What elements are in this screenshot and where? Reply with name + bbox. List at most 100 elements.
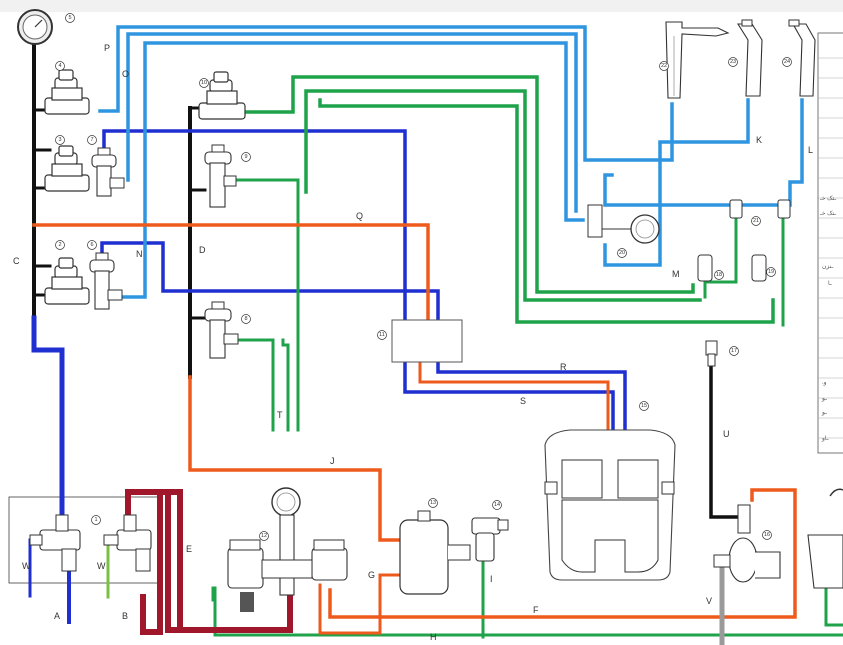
component-number: 12 — [261, 533, 267, 539]
wire-label: B — [122, 611, 128, 621]
wire-label: G — [368, 570, 375, 580]
pipe-g — [318, 573, 400, 635]
component-number: 6 — [90, 242, 93, 248]
pipe-h — [211, 586, 843, 637]
component-number: 18 — [716, 272, 722, 278]
inlet-valve-b — [103, 514, 152, 572]
component-number: 22 — [661, 63, 667, 69]
component-number: 23 — [730, 59, 736, 65]
component-number: 17 — [731, 348, 737, 354]
pipe-green-10 — [243, 75, 695, 294]
pipe-q — [32, 223, 430, 325]
wire-label: O — [122, 69, 129, 79]
pipe-f — [328, 488, 797, 619]
valve-block-20 — [587, 204, 660, 244]
legend-text: .و — [822, 380, 827, 386]
manifold-11 — [391, 319, 463, 363]
legend-text: ـاو — [821, 435, 829, 442]
wire-label: Q — [356, 211, 363, 221]
wire-label: H — [430, 632, 437, 642]
wire-label: F — [533, 605, 539, 615]
wire-label: V — [706, 596, 712, 606]
wire-label: A — [54, 611, 60, 621]
component-number: 4 — [58, 63, 61, 69]
fitting-17 — [705, 340, 718, 367]
pipe-n — [121, 41, 585, 299]
pipe-l — [603, 98, 804, 207]
valve-19b — [751, 254, 767, 282]
component-number: 14 — [494, 502, 500, 508]
legend-text: ـا — [828, 280, 832, 287]
pipe-u — [709, 363, 744, 519]
pipe-r — [436, 358, 627, 483]
pipe-o — [126, 32, 578, 213]
pipe-p — [98, 25, 674, 162]
pressure-gauge-5 — [17, 9, 53, 45]
wire-label: K — [756, 135, 762, 145]
component-number: 15 — [641, 403, 647, 409]
wire-label: W — [22, 561, 31, 571]
legend-text: ـو — [821, 410, 827, 416]
wire-label: P — [104, 43, 110, 53]
component-number: 2 — [58, 242, 61, 248]
legend-text: ـنزن — [822, 264, 834, 270]
wire-label: E — [186, 544, 192, 554]
legend-table: ـتک خـ ـتک خـ ـنزن ـا .و ـو ـو ـاو — [817, 32, 843, 454]
component-number: 7 — [90, 137, 93, 143]
pipe-a — [31, 315, 65, 521]
wire-label: M — [672, 269, 680, 279]
regulator-assembly-12 — [227, 487, 348, 612]
legend-text: ـتک خـ — [819, 210, 836, 217]
handpiece-24 — [788, 19, 816, 97]
inlet-valve-a — [29, 514, 81, 572]
component-number: 16 — [764, 532, 770, 538]
wire-label: C — [13, 256, 20, 266]
valve-8 — [204, 301, 239, 359]
component-number: 19 — [768, 269, 774, 275]
wire-label: R — [560, 362, 567, 372]
pipe-blue-6 — [100, 241, 440, 325]
component-number: 20 — [619, 250, 625, 256]
regulator-4 — [44, 69, 90, 115]
valve-9 — [204, 144, 237, 208]
regulator-3 — [44, 145, 90, 192]
handpiece-23 — [737, 19, 763, 97]
wire-label: D — [199, 245, 206, 255]
wire-label: S — [520, 396, 526, 406]
legend-text: ـو — [821, 396, 827, 402]
valve-21a — [729, 199, 743, 219]
handpiece-22 — [665, 21, 730, 99]
wire-label: U — [723, 429, 730, 439]
pipe-blue-7 — [102, 129, 407, 325]
component-number: 9 — [244, 154, 247, 160]
regulator-10 — [198, 71, 246, 120]
regulator-2 — [44, 257, 90, 305]
legend-text: ـتک خـ — [819, 195, 836, 202]
wire-label: W — [97, 561, 106, 571]
component-number: 5 — [68, 15, 71, 21]
wire-label: L — [808, 145, 813, 155]
valve-6 — [89, 252, 123, 310]
pipe-j — [188, 375, 400, 542]
component-number: 11 — [379, 332, 385, 338]
wire-label: J — [330, 456, 335, 466]
wire-label: N — [136, 249, 143, 259]
component-number: 8 — [244, 316, 247, 322]
bowl — [807, 488, 843, 589]
component-number: 13 — [430, 500, 436, 506]
wire-label: T — [277, 410, 283, 420]
pump-16 — [713, 504, 781, 583]
pipe-t — [238, 338, 275, 432]
component-number: 21 — [753, 218, 759, 224]
valve-19a — [697, 254, 713, 282]
tank-13 — [399, 510, 471, 595]
component-number: 24 — [784, 59, 790, 65]
valve-21b — [777, 199, 791, 219]
component-number: 10 — [201, 80, 207, 86]
valve-14 — [471, 517, 509, 562]
pipe-m — [304, 89, 702, 302]
pipe-e — [125, 489, 293, 635]
wire-label: I — [490, 574, 493, 584]
component-number: 3 — [58, 137, 61, 143]
